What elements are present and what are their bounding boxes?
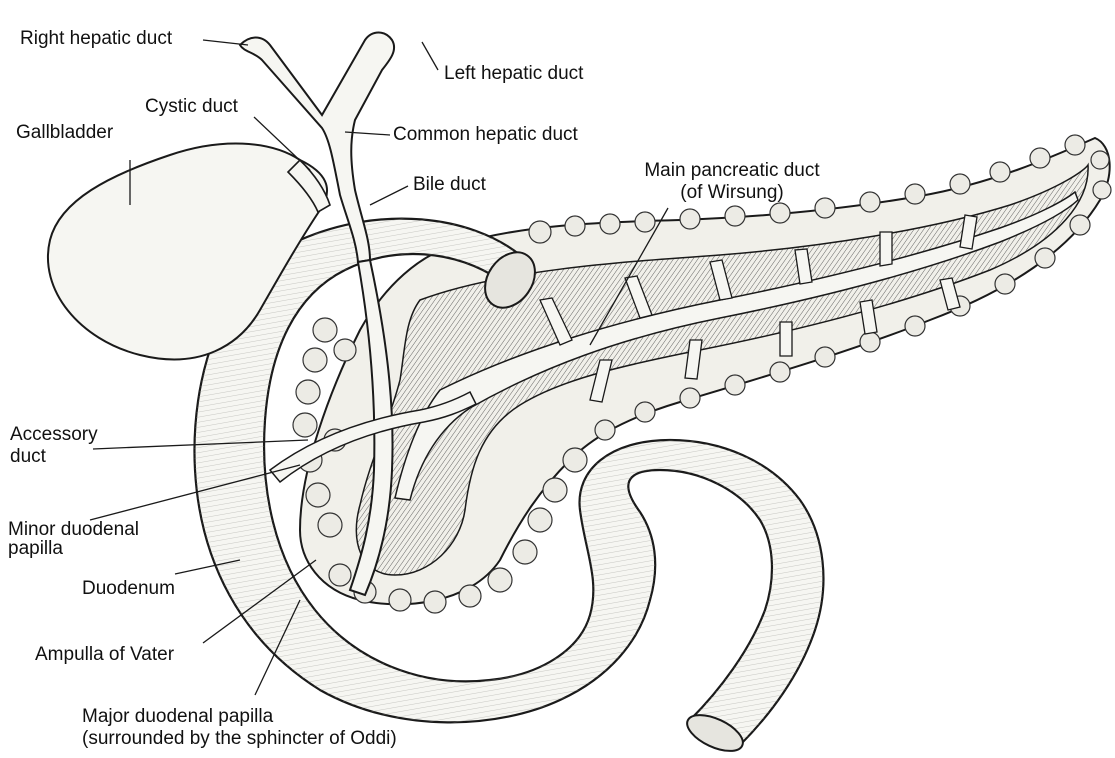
label-major-duodenal-papilla-line2: (surrounded by the sphincter of Oddi) bbox=[82, 728, 397, 750]
label-ampulla-of-vater: Ampulla of Vater bbox=[35, 644, 174, 666]
label-accessory-duct-line1: Accessory bbox=[10, 424, 98, 446]
label-cystic-duct: Cystic duct bbox=[145, 96, 238, 118]
label-accessory-duct-line2: duct bbox=[10, 446, 98, 468]
label-left-hepatic-duct: Left hepatic duct bbox=[444, 63, 583, 85]
label-right-hepatic-duct: Right hepatic duct bbox=[20, 28, 172, 50]
label-common-hepatic-duct: Common hepatic duct bbox=[393, 124, 578, 146]
label-minor-duodenal-papilla-line1: Minor duodenal bbox=[8, 520, 139, 539]
label-minor-duodenal-papilla: Minor duodenal papilla bbox=[8, 520, 139, 558]
label-main-pancreatic-duct-line1: Main pancreatic duct bbox=[620, 160, 844, 182]
label-main-pancreatic-duct-line2: (of Wirsung) bbox=[620, 182, 844, 204]
label-duodenum: Duodenum bbox=[82, 578, 175, 600]
label-accessory-duct: Accessory duct bbox=[10, 424, 98, 468]
label-major-duodenal-papilla-line1: Major duodenal papilla bbox=[82, 706, 397, 728]
label-gallbladder: Gallbladder bbox=[16, 122, 113, 144]
label-minor-duodenal-papilla-line2: papilla bbox=[8, 539, 139, 558]
label-major-duodenal-papilla: Major duodenal papilla (surrounded by th… bbox=[82, 706, 397, 750]
label-main-pancreatic-duct: Main pancreatic duct (of Wirsung) bbox=[620, 160, 844, 204]
label-bile-duct: Bile duct bbox=[413, 174, 486, 196]
